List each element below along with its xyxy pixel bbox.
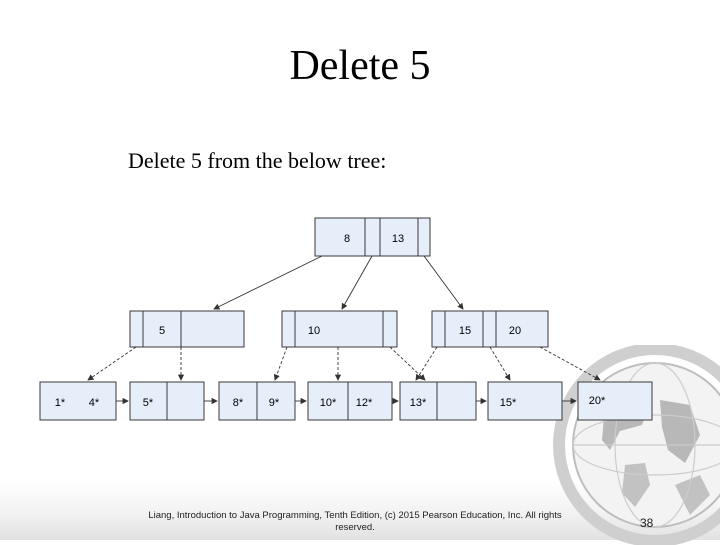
internal-node-3-key-1: 15	[459, 325, 471, 337]
slide-title: Delete 5	[289, 43, 431, 89]
footer-copyright: Liang, Introduction to Java Programming,…	[148, 510, 562, 533]
leaf-4-key-1: 10*	[320, 397, 337, 409]
internal-node-3: 15 20	[431, 310, 549, 348]
slide-subtitle: Delete 5 from the below tree:	[128, 148, 387, 173]
leaf-3-key-1: 8*	[233, 397, 244, 409]
page-number: 38	[640, 516, 654, 530]
root-node: 8 13	[314, 217, 431, 257]
leaf-node-4: 10* 12*	[307, 381, 393, 421]
leaf-1-key-1: 1*	[55, 397, 66, 409]
leaf-6-key-1: 15*	[500, 397, 517, 409]
leaf-node-6: 15*	[487, 381, 563, 421]
leaf-node-1: 1* 4*	[39, 381, 117, 421]
leaf-node-3: 8* 9*	[218, 381, 296, 421]
internal-node-1: 5	[129, 310, 245, 348]
leaf-node-5: 13*	[399, 381, 477, 421]
internal-node-2: 10	[281, 310, 398, 348]
leaf-3-key-2: 9*	[269, 397, 280, 409]
internal-node-3-key-2: 20	[509, 325, 521, 337]
internal-node-1-key: 5	[159, 325, 165, 337]
leaf-1-key-2: 4*	[89, 397, 100, 409]
leaf-node-7: 20*	[577, 381, 653, 421]
leaf-node-2: 5*	[129, 381, 205, 421]
leaf-7-key-1: 20*	[589, 395, 606, 407]
internal-node-2-key: 10	[308, 325, 320, 337]
leaf-2-key-1: 5*	[143, 397, 154, 409]
leaf-4-key-2: 12*	[356, 397, 373, 409]
root-key-1: 8	[344, 233, 350, 245]
leaf-5-key-1: 13*	[410, 397, 427, 409]
root-key-2: 13	[392, 233, 404, 245]
root-pointers	[213, 255, 464, 310]
internal-pointers	[87, 346, 601, 381]
